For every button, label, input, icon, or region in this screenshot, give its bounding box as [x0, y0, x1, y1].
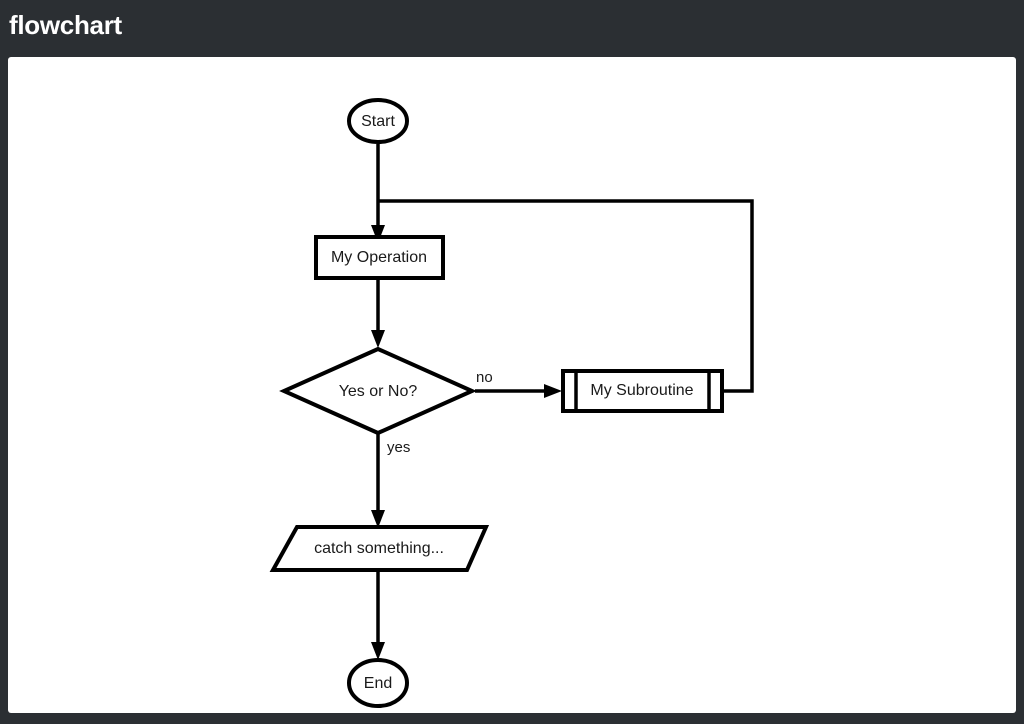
edge-start-to-operation	[371, 144, 385, 243]
arrowhead-icon	[544, 384, 562, 398]
node-my-operation[interactable]: My Operation	[314, 235, 445, 280]
arrowhead-icon	[371, 225, 385, 243]
edge-label-no: no	[476, 369, 493, 386]
node-catch-something-label: catch something...	[314, 540, 444, 557]
diagram-canvas-card: no yes Start	[8, 57, 1016, 713]
node-my-subroutine-label: My Subroutine	[590, 382, 693, 399]
arrowhead-icon	[371, 642, 385, 660]
edge-operation-to-decision	[371, 279, 385, 348]
edge-decision-to-subroutine: no	[475, 369, 562, 398]
edge-label-yes: yes	[387, 439, 410, 456]
node-start-label: Start	[361, 113, 395, 130]
node-start[interactable]: Start	[347, 98, 409, 144]
node-decision[interactable]: Yes or No?	[279, 346, 477, 436]
edge-subroutine-to-operation-feedback	[378, 199, 754, 393]
arrowhead-icon	[371, 330, 385, 348]
node-end-label: End	[364, 675, 392, 692]
node-my-subroutine[interactable]: My Subroutine	[561, 369, 724, 413]
page-title: flowchart	[9, 10, 122, 40]
node-my-operation-label: My Operation	[331, 249, 427, 266]
node-decision-label: Yes or No?	[339, 383, 418, 400]
edge-io-to-end	[371, 570, 385, 660]
node-end[interactable]: End	[347, 658, 409, 708]
edge-decision-to-io: yes	[371, 434, 410, 528]
header-bar: flowchart	[0, 0, 1024, 52]
flowchart-svg: no yes Start	[269, 98, 754, 708]
node-catch-something[interactable]: catch something...	[269, 525, 490, 572]
arrowhead-icon	[371, 510, 385, 528]
